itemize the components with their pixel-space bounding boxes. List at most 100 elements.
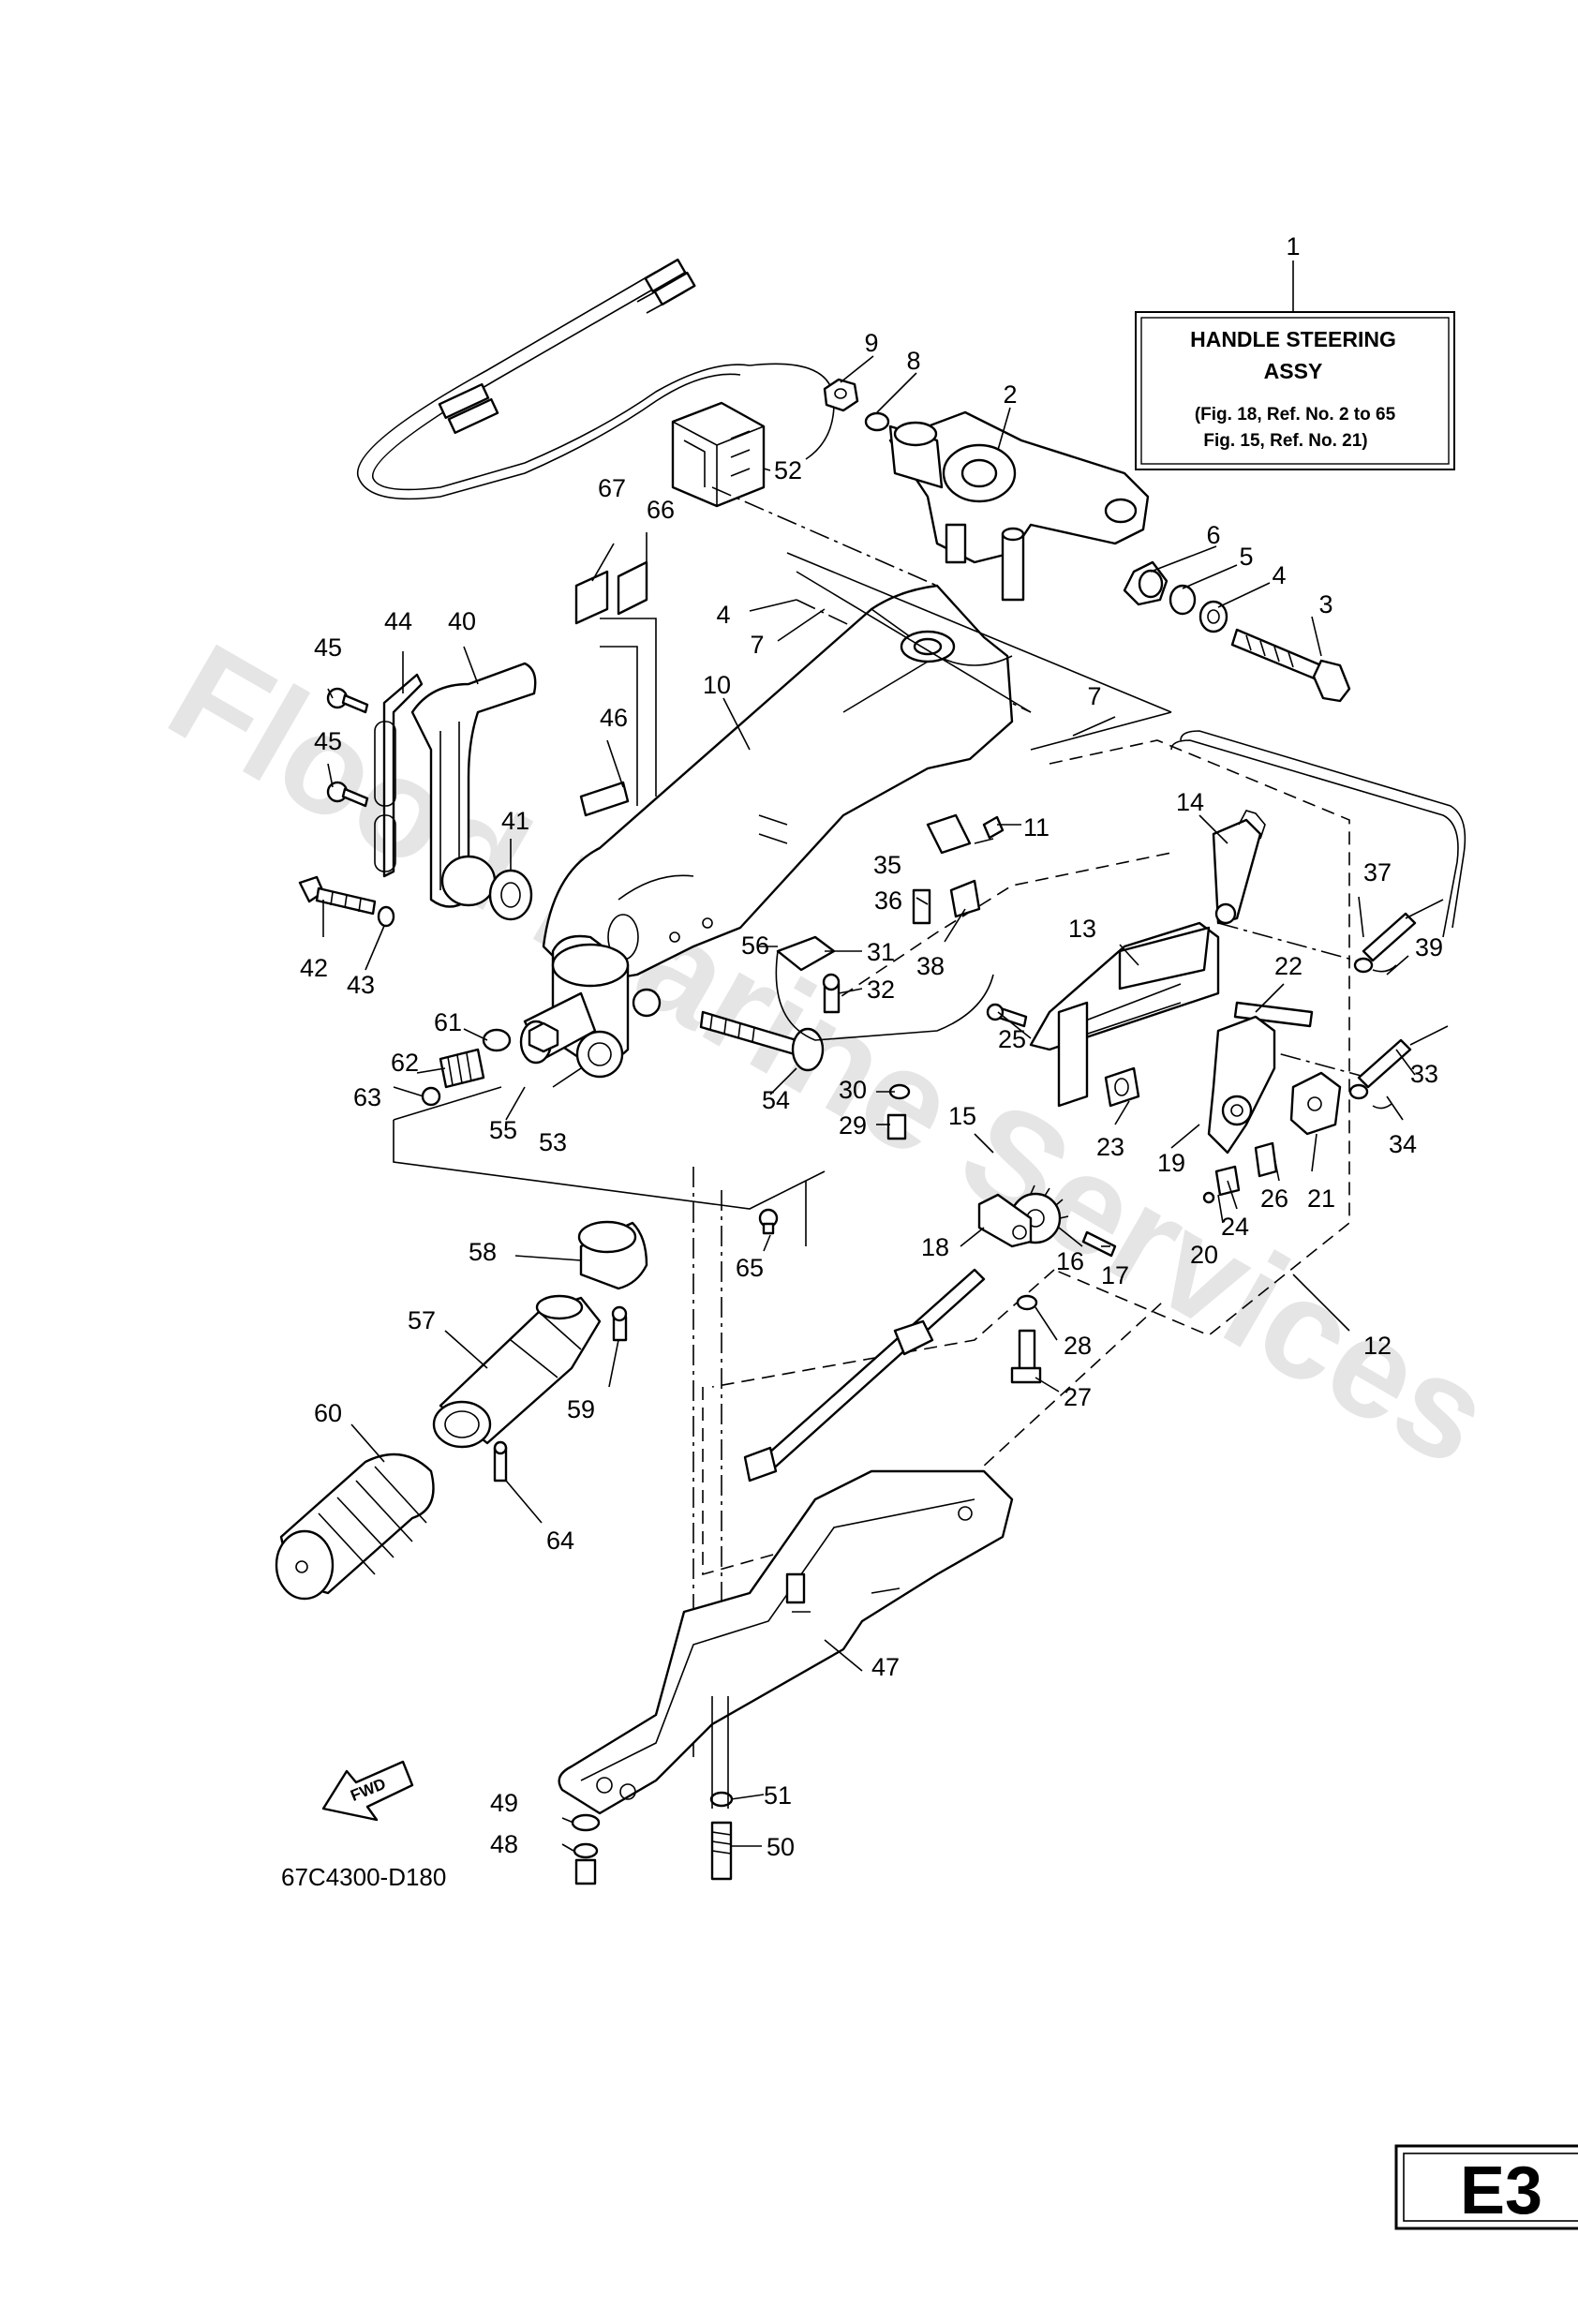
callout-46: 46 bbox=[600, 704, 628, 732]
info-box-note-1: (Fig. 18, Ref. No. 2 to 65 bbox=[1195, 405, 1396, 425]
callout-30: 30 bbox=[839, 1076, 867, 1104]
callout-58: 58 bbox=[469, 1238, 497, 1266]
callout-24: 24 bbox=[1221, 1213, 1249, 1241]
callout-35: 35 bbox=[873, 851, 901, 879]
callout-26: 26 bbox=[1260, 1184, 1288, 1213]
callout-49: 49 bbox=[490, 1789, 518, 1817]
clamps-31-35-38 bbox=[775, 813, 1005, 1041]
callout-29: 29 bbox=[839, 1111, 867, 1140]
callout-66: 66 bbox=[647, 496, 675, 524]
plate-21 bbox=[1289, 1071, 1342, 1136]
pivot-bracket-2 bbox=[888, 410, 1150, 602]
callout-7a: 7 bbox=[750, 631, 764, 659]
callout-59: 59 bbox=[567, 1395, 595, 1423]
lower-base-47 bbox=[558, 1469, 1014, 1815]
callout-2: 2 bbox=[1003, 380, 1017, 409]
page-code-box: E3 bbox=[1394, 2144, 1578, 2230]
callout-32: 32 bbox=[867, 976, 895, 1004]
callout-62: 62 bbox=[391, 1049, 419, 1077]
small-parts-left bbox=[421, 1021, 559, 1107]
info-box-note-2: Fig. 15, Ref. No. 21) bbox=[1203, 431, 1367, 451]
callout-15: 15 bbox=[948, 1102, 976, 1130]
callout-67: 67 bbox=[598, 474, 626, 502]
callout-19: 19 bbox=[1157, 1149, 1185, 1177]
group-outlines bbox=[393, 552, 1350, 1576]
callout-8: 8 bbox=[906, 347, 920, 375]
callout-50: 50 bbox=[767, 1833, 795, 1861]
callout-52: 52 bbox=[774, 456, 802, 484]
base-hardware bbox=[571, 1696, 734, 1885]
callout-40: 40 bbox=[448, 607, 476, 635]
callout-5: 5 bbox=[1239, 543, 1253, 571]
callout-4a: 4 bbox=[716, 601, 730, 629]
callout-14: 14 bbox=[1176, 788, 1204, 816]
callout-48: 48 bbox=[490, 1830, 518, 1858]
pinion-arm-14 bbox=[1212, 810, 1266, 925]
label-decals bbox=[574, 560, 657, 817]
screws-45 bbox=[326, 687, 369, 808]
small-parts-right bbox=[886, 1003, 1278, 1384]
callout-64: 64 bbox=[546, 1527, 574, 1555]
callout-55: 55 bbox=[489, 1116, 517, 1144]
callout-31: 31 bbox=[867, 938, 895, 966]
callout-39: 39 bbox=[1415, 933, 1443, 961]
callout-11: 11 bbox=[1023, 813, 1050, 842]
callout-3: 3 bbox=[1318, 590, 1332, 618]
shift-arm-13 bbox=[1029, 921, 1220, 1108]
cable-loop bbox=[356, 258, 835, 500]
plate-44 bbox=[374, 673, 424, 878]
steering-handle-10 bbox=[542, 584, 1014, 986]
callout-44: 44 bbox=[384, 607, 412, 635]
callout-28: 28 bbox=[1064, 1332, 1092, 1360]
callout-42: 42 bbox=[300, 954, 328, 982]
callout-45a: 45 bbox=[314, 633, 342, 662]
info-box-title-1: HANDLE STEERING bbox=[1190, 327, 1396, 351]
link-18 bbox=[977, 1193, 1033, 1248]
callout-27: 27 bbox=[1064, 1383, 1092, 1411]
cam-19 bbox=[1207, 1015, 1276, 1155]
callout-21: 21 bbox=[1307, 1184, 1335, 1213]
callout-61: 61 bbox=[434, 1008, 462, 1036]
callout-37: 37 bbox=[1363, 858, 1392, 886]
callout-45b: 45 bbox=[314, 727, 342, 755]
bolt-3 bbox=[1230, 628, 1351, 703]
callout-12: 12 bbox=[1363, 1332, 1392, 1360]
callouts: 9 8 2 52 67 66 6 5 4 3 4 7 44 40 45 10 7… bbox=[300, 329, 1443, 1861]
bolt-54 bbox=[699, 1010, 825, 1072]
callout-7b: 7 bbox=[1087, 682, 1101, 710]
callout-10: 10 bbox=[703, 671, 731, 699]
callout-43: 43 bbox=[347, 971, 375, 999]
callout-65: 65 bbox=[736, 1254, 764, 1282]
drawing-code: 67C4300-D180 bbox=[281, 1863, 446, 1891]
page-code: E3 bbox=[1460, 2153, 1542, 2228]
callout-20: 20 bbox=[1190, 1241, 1218, 1269]
callout-63: 63 bbox=[353, 1083, 381, 1111]
callout-25: 25 bbox=[998, 1025, 1026, 1053]
callout-47: 47 bbox=[871, 1653, 900, 1681]
callout-57: 57 bbox=[408, 1306, 436, 1334]
callout-17: 17 bbox=[1101, 1261, 1129, 1289]
callout-16: 16 bbox=[1056, 1247, 1084, 1275]
info-box: 1 HANDLE STEERING ASSY (Fig. 18, Ref. No… bbox=[1135, 232, 1455, 470]
callout-18: 18 bbox=[921, 1233, 949, 1261]
callout-33: 33 bbox=[1410, 1060, 1438, 1088]
screw-65 bbox=[758, 1208, 779, 1235]
callout-22: 22 bbox=[1274, 952, 1303, 980]
fwd-arrow-icon: FWD bbox=[321, 1760, 414, 1822]
callout-34: 34 bbox=[1389, 1130, 1417, 1158]
callout-13: 13 bbox=[1068, 915, 1096, 943]
nut-9 bbox=[823, 378, 859, 412]
leader-lines bbox=[322, 355, 1416, 1852]
bracket-40 bbox=[410, 662, 537, 908]
callout-23: 23 bbox=[1096, 1133, 1124, 1161]
info-box-title-2: ASSY bbox=[1264, 359, 1323, 383]
callout-41: 41 bbox=[501, 807, 529, 835]
throttle-grip-assembly bbox=[275, 1220, 648, 1601]
bolt-42 bbox=[298, 875, 395, 928]
bushing-41 bbox=[488, 869, 533, 921]
callout-56: 56 bbox=[741, 931, 769, 960]
callout-1: 1 bbox=[1286, 232, 1300, 261]
rod-22 bbox=[1233, 1001, 1314, 1028]
callout-54: 54 bbox=[762, 1086, 790, 1114]
